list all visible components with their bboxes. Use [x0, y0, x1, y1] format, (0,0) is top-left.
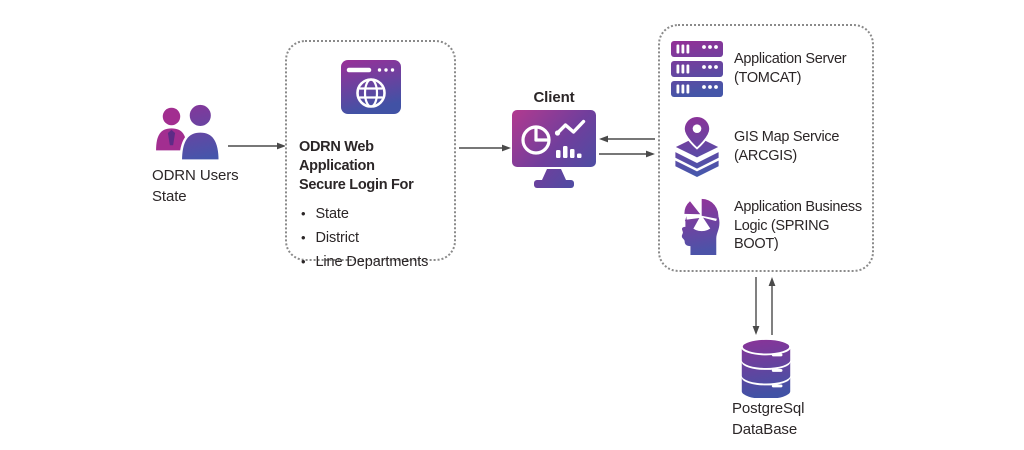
bullet-label: District [315, 230, 359, 246]
services-box: Application Server (TOMCAT) GIS M [658, 24, 874, 272]
users-label-line1: ODRN Users [152, 167, 239, 184]
arrow-services-to-client [599, 135, 655, 143]
service-label-arcgis: GIS Map Service (ARCGIS) [734, 129, 840, 164]
gis-map-layers-icon [670, 116, 724, 178]
bullet-dot: • [301, 206, 306, 222]
service-row-tomcat: Application Server (TOMCAT) [670, 41, 862, 97]
server-rack-icon [670, 41, 724, 97]
users-label: ODRN Users State [152, 166, 239, 207]
client-label: Client [533, 89, 575, 106]
webapp-title-line1: ODRN Web Application [299, 139, 375, 175]
service-row-spring-boot: Application Business Logic (SPRING BOOT) [670, 197, 862, 255]
head-gears-icon [670, 197, 724, 255]
browser-globe-icon [340, 60, 401, 114]
bullet-dot: • [301, 253, 306, 269]
bullet-item-district: • District [301, 229, 442, 248]
bullet-item-line-departments: • Line Departments [301, 253, 442, 272]
arrow-client-to-services [599, 150, 655, 158]
users-label-line2: State [152, 187, 187, 205]
bullet-dot: • [301, 230, 306, 245]
bullet-item-state: • State [301, 205, 442, 224]
webapp-title-line2: Secure Login For [299, 177, 414, 194]
arrow-database-to-services [768, 277, 776, 335]
arrow-webapp-to-client [459, 144, 511, 152]
users-icon [156, 103, 222, 162]
browser-icon-wrap [299, 60, 442, 114]
service-row-arcgis: GIS Map Service (ARCGIS) [670, 116, 862, 178]
monitor-dashboard-icon [512, 110, 596, 188]
database-cylinder-icon [740, 337, 792, 398]
service-label-tomcat: Application Server (TOMCAT) [734, 51, 847, 86]
database-label-line2: DataBase [732, 420, 798, 438]
database-label: PostgreSql DataBase [732, 399, 804, 440]
arrow-users-to-webapp [228, 142, 286, 150]
database-label-line1: PostgreSql [732, 400, 805, 417]
webapp-bullet-list: • State • District • Line Departments [299, 205, 442, 271]
webapp-box-title: ODRN Web Application Secure Login For [299, 138, 442, 195]
service-label-spring-boot: Application Business Logic (SPRING BOOT) [734, 198, 862, 253]
bullet-label: Line Departments [315, 253, 429, 270]
arrow-services-to-database [752, 277, 760, 335]
web-app-box: ODRN Web Application Secure Login For • … [285, 40, 456, 270]
bullet-label: State [315, 206, 349, 223]
